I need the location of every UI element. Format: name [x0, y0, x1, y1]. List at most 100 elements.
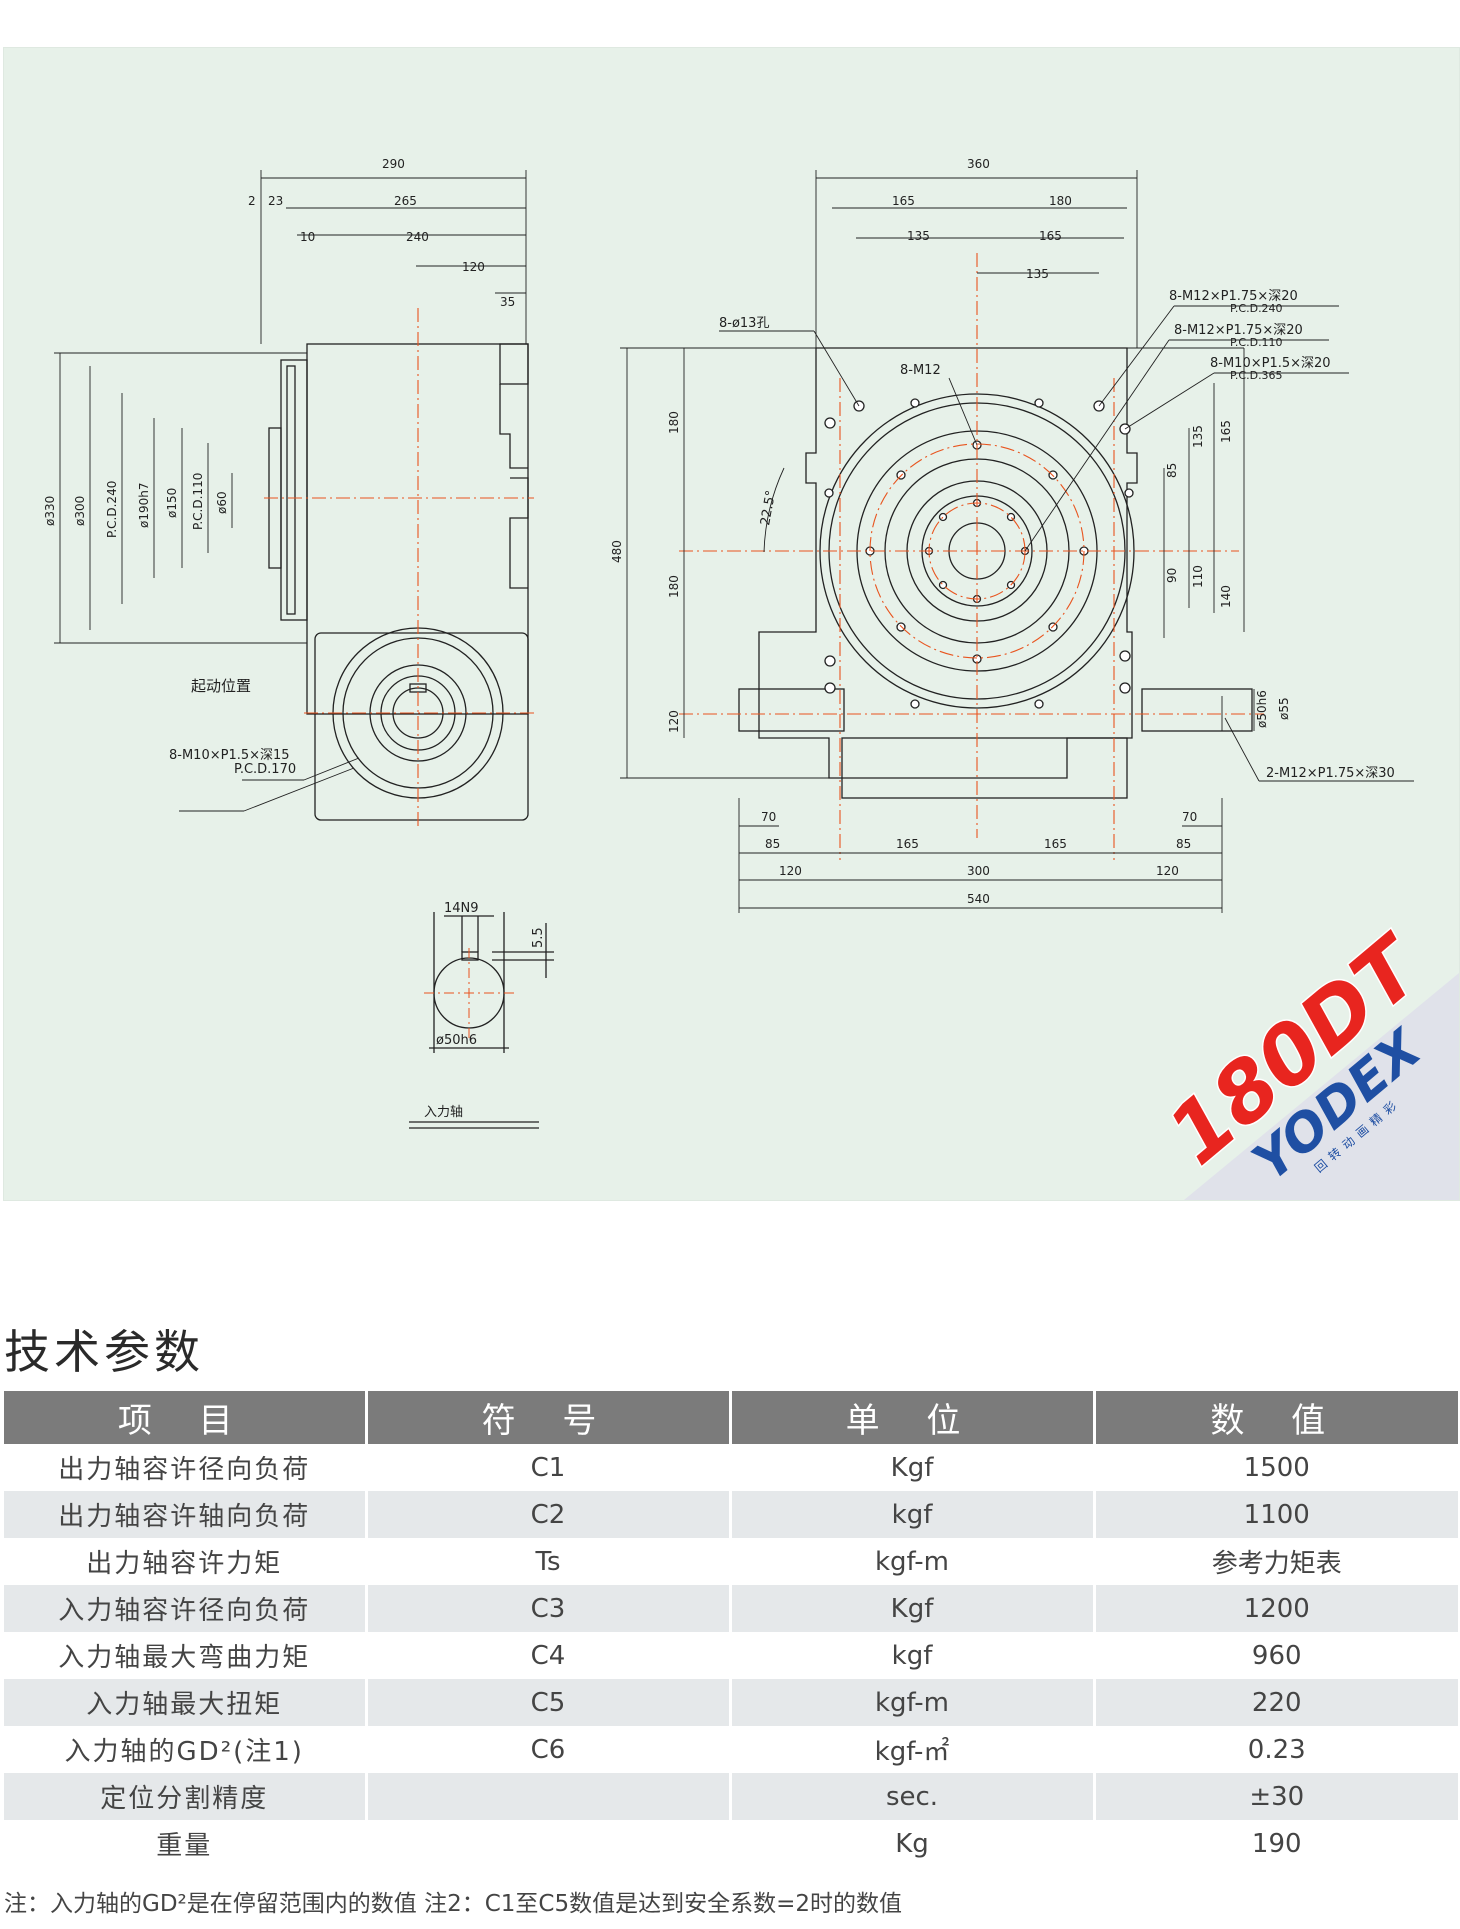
- dim-135a: 135: [907, 229, 930, 243]
- dim-300: 300: [967, 864, 990, 878]
- label-side-holes-2: P.C.D.170: [234, 762, 296, 777]
- cell-item: 入力轴容许径向负荷: [4, 1585, 366, 1632]
- table-row: 出力轴容许轴向负荷 C2 kgf 1100: [4, 1491, 1458, 1538]
- header-unit: 单 位: [728, 1391, 1094, 1444]
- dim-d300: ø300: [73, 496, 87, 526]
- dim-120-bottom-left: 120: [779, 864, 802, 878]
- header-symbol: 符 号: [364, 1391, 730, 1444]
- table-row: 出力轴容许力矩 Ts kgf-m 参考力矩表: [4, 1538, 1458, 1585]
- cell-value: 0.23: [1092, 1726, 1458, 1773]
- cell-unit: kgf: [728, 1491, 1094, 1538]
- label-shaft-diameter: ø50h6: [436, 1033, 477, 1048]
- cell-symbol: C6: [364, 1726, 730, 1773]
- dim-10: 10: [300, 230, 315, 244]
- cell-value: 1500: [1092, 1444, 1458, 1491]
- technical-drawing-panel: 290 2 23 265 10 240 120 35 ø330 ø300 P.C…: [3, 47, 1460, 1201]
- dim-70-right: 70: [1182, 810, 1197, 824]
- table-row: 入力轴的GD²(注1) C6 kgf-㎡ 0.23: [4, 1726, 1458, 1773]
- dim-d150: ø150: [165, 488, 179, 518]
- cell-value: 1200: [1092, 1585, 1458, 1632]
- dim-shaft-d55: ø55: [1277, 697, 1291, 720]
- cell-unit: kgf-㎡: [728, 1726, 1094, 1773]
- cell-value: 960: [1092, 1632, 1458, 1679]
- dim-165b: 165: [1039, 229, 1062, 243]
- cell-symbol: [364, 1773, 730, 1820]
- cell-value: 190: [1092, 1820, 1458, 1867]
- section-title: 技术参数: [4, 1325, 204, 1379]
- shaft-detail-labels: 14N9 5.5 ø50h6 入力轴: [424, 901, 546, 1120]
- dim-85-bottom-right: 85: [1176, 837, 1191, 851]
- dim-35: 35: [500, 295, 515, 309]
- cell-item: 定位分割精度: [4, 1773, 366, 1820]
- dim-265: 265: [394, 194, 417, 208]
- dim-540: 540: [967, 892, 990, 906]
- dim-85-right: 85: [1165, 463, 1179, 478]
- dim-120-bottom-right: 120: [1156, 864, 1179, 878]
- cell-item: 入力轴的GD²(注1): [64, 1737, 304, 1767]
- footnote: 注：入力轴的GD²是在停留范围内的数值 注2：C1至C5数值是达到安全系数=2时…: [4, 1891, 902, 1917]
- dim-70-left: 70: [761, 810, 776, 824]
- brand-stamp: 180DT YODEX 回转动画精彩: [1149, 915, 1459, 1200]
- cell-unit: sec.: [728, 1773, 1094, 1820]
- dim-135b: 135: [1026, 267, 1049, 281]
- cell-unit: kgf-m: [728, 1538, 1094, 1585]
- dim-165-bottom-left: 165: [896, 837, 919, 851]
- dim-pcd110: P.C.D.110: [191, 473, 205, 530]
- cell-symbol: [364, 1820, 730, 1867]
- callout-1-line-2: P.C.D.240: [1230, 302, 1283, 315]
- front-view-holes: [824, 398, 1134, 709]
- cell-unit: Kg: [728, 1820, 1094, 1867]
- cell-item: 出力轴容许力矩: [86, 1549, 283, 1579]
- table-row: 入力轴容许径向负荷 C3 Kgf 1200: [4, 1585, 1458, 1632]
- dim-180: 180: [1049, 194, 1072, 208]
- front-view-centerlines: [679, 253, 1264, 860]
- cell-value: 参考力矩表: [1092, 1538, 1458, 1585]
- cell-item: 入力轴最大弯曲力矩: [58, 1643, 311, 1673]
- dim-480: 480: [610, 540, 624, 563]
- table-row: 出力轴容许径向负荷 C1 Kgf 1500: [4, 1444, 1458, 1491]
- dim-165-bottom-right: 165: [1044, 837, 1067, 851]
- dim-180b: 180: [667, 575, 681, 598]
- table-row: 定位分割精度 sec. ±30: [4, 1773, 1458, 1820]
- spec-table: 项 目 符 号 单 位 数 值 出力轴容许径向负荷 C1 Kgf 1500 出力…: [4, 1391, 1458, 1867]
- dim-165-right: 165: [1219, 420, 1233, 443]
- dim-23: 23: [268, 194, 283, 208]
- cell-symbol: C2: [364, 1491, 730, 1538]
- callout-shaft-holes: 2-M12×P1.75×深30: [1266, 766, 1395, 781]
- side-view-centerlines: [264, 308, 534, 828]
- dim-120: 120: [462, 260, 485, 274]
- shaft-detail-caption: 入力轴: [424, 1105, 463, 1120]
- cell-unit: Kgf: [728, 1444, 1094, 1491]
- label-key-width: 14N9: [444, 901, 479, 916]
- cell-item: 出力轴容许径向负荷: [58, 1455, 311, 1485]
- table-row: 入力轴最大弯曲力矩 C4 kgf 960: [4, 1632, 1458, 1679]
- dim-165a: 165: [892, 194, 915, 208]
- side-view-outline: [268, 343, 529, 821]
- label-start-position: 起动位置: [191, 677, 251, 695]
- side-view-labels: 290 2 23 265 10 240 120 35 ø330 ø300 P.C…: [43, 157, 515, 538]
- dim-360: 360: [967, 157, 990, 171]
- cell-symbol: C4: [364, 1632, 730, 1679]
- dim-pcd240: P.C.D.240: [105, 481, 119, 538]
- cell-unit: kgf: [728, 1632, 1094, 1679]
- dim-2: 2: [248, 194, 256, 208]
- callout-3-line-1: 8-M10×P1.5×深20: [1210, 356, 1331, 371]
- cell-value: 1100: [1092, 1491, 1458, 1538]
- header-value: 数 值: [1092, 1391, 1458, 1444]
- dim-110-right: 110: [1191, 565, 1205, 588]
- header-item: 项 目: [4, 1391, 366, 1444]
- label-m12: 8-M12: [900, 363, 941, 378]
- side-view-dimension-lines: [54, 170, 527, 644]
- label-angle: 22.5°: [758, 489, 779, 527]
- dim-85-bottom-left: 85: [765, 837, 780, 851]
- cell-symbol: C1: [364, 1444, 730, 1491]
- cell-symbol: C3: [364, 1585, 730, 1632]
- callout-3-line-2: P.C.D.365: [1230, 369, 1283, 382]
- dim-90-right: 90: [1165, 568, 1179, 583]
- dim-d330: ø330: [43, 496, 57, 526]
- dim-240: 240: [406, 230, 429, 244]
- technical-drawing: 290 2 23 265 10 240 120 35 ø330 ø300 P.C…: [43, 157, 1459, 1200]
- label-holes-13: 8-ø13孔: [719, 316, 769, 331]
- shaft-centerlines: [424, 948, 516, 1038]
- side-view-callouts: 起动位置 8-M10×P1.5×深15 P.C.D.170: [169, 677, 296, 777]
